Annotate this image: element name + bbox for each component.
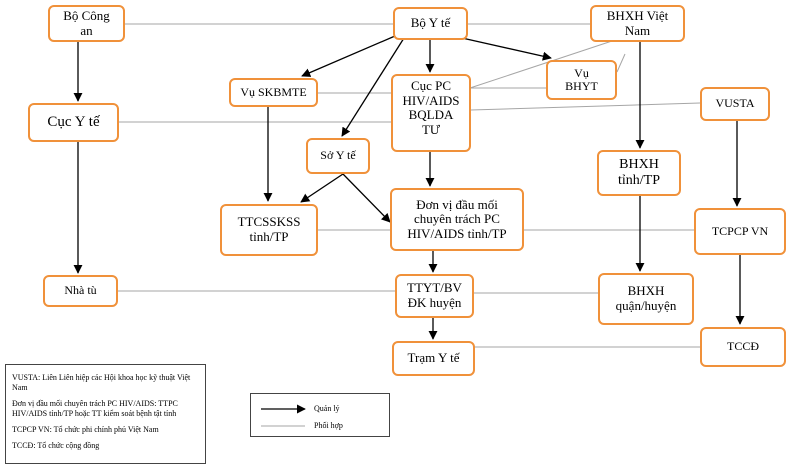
node-bhxh-viet-nam: BHXH Việt Nam	[590, 5, 685, 42]
note-tcpcp: TCPCP VN: Tổ chức phi chính phủ Việt Nam	[12, 425, 159, 434]
arrow-soyte-donvi	[342, 173, 391, 223]
legend-coordinate-label: Phối hợp	[314, 421, 343, 430]
abbreviation-notes: VUSTA: Liên Liên hiệp các Hội khoa học k…	[5, 364, 206, 464]
coord-line-cucpc-bhxh	[469, 39, 616, 89]
node-vusta: VUSTA	[700, 87, 770, 121]
arrow-boyte-vubhyt	[461, 37, 552, 61]
note-tccd: TCCĐ: Tổ chức cộng đồng	[12, 441, 100, 450]
node-ttyt-bv: TTYT/BV ĐK huyện	[395, 274, 474, 318]
arrow-boyte-soyte	[341, 37, 405, 137]
node-so-y-te: Sở Y tế	[306, 138, 370, 174]
node-ttcsskss: TTCSSKSS tỉnh/TP	[220, 204, 318, 256]
node-bhxh-tinh: BHXH tỉnh/TP	[597, 150, 681, 196]
note-vusta: VUSTA: Liên Liên hiệp các Hội khoa học k…	[12, 373, 191, 392]
node-tcpcp-vn: TCPCP VN	[694, 208, 786, 255]
node-cuc-pc-hiv-aids: Cục PC HIV/AIDS BQLDA TƯ	[391, 74, 471, 152]
coord-line-vubhyt-bhxh	[616, 53, 626, 73]
node-vu-bhyt: Vụ BHYT	[546, 60, 617, 100]
arrow-soyte-ttcsskss	[300, 173, 344, 203]
node-don-vi-dau-moi: Đơn vị đầu mối chuyên trách PC HIV/AIDS …	[390, 188, 524, 251]
note-don-vi-dau-moi: Đơn vị đầu mối chuyên trách PC HIV/AIDS:…	[12, 399, 178, 418]
node-cuc-y-te: Cục Y tế	[28, 103, 119, 142]
node-bo-cong-an: Bộ Công an	[48, 5, 125, 42]
node-vu-skbmte: Vụ SKBMTE	[229, 78, 318, 107]
legend-arrow-icon	[261, 404, 306, 414]
arrow-boyte-vuskbmte	[301, 35, 396, 77]
node-tccd: TCCĐ	[700, 327, 786, 367]
node-bo-y-te: Bộ Y tế	[393, 7, 468, 40]
legend-line-icon	[261, 425, 305, 427]
legend-coordinate: Phối hợp	[259, 420, 384, 432]
legend: Quản lý Phối hợp	[250, 393, 390, 437]
legend-manage-label: Quản lý	[314, 404, 340, 413]
node-bhxh-quan: BHXH quận/huyện	[598, 273, 694, 325]
coord-line-cucpc-vusta	[470, 102, 701, 111]
node-tram-y-te: Trạm Y tế	[392, 341, 475, 376]
node-nha-tu: Nhà tù	[43, 275, 118, 307]
legend-manage: Quản lý	[259, 403, 384, 415]
